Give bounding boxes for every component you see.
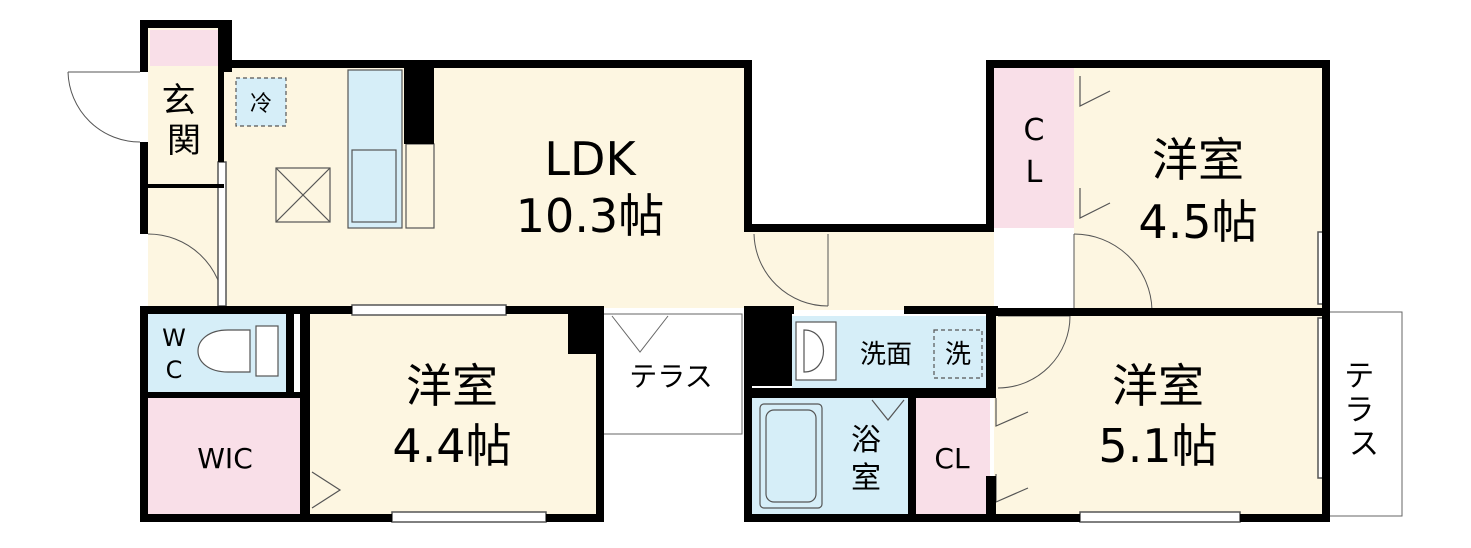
terrace-center-label: テラス: [629, 360, 712, 393]
terrace-right-label: テ ラ ス: [1344, 359, 1384, 462]
ldk-size: 10.3帖: [516, 189, 664, 243]
yoshitsu-top-right-label: 洋室: [1152, 133, 1244, 187]
genkan-label-char2: 関: [167, 121, 201, 161]
yoshitsu-center-floor: [308, 312, 596, 514]
yoshitsu-top-right-size: 4.5帖: [1138, 195, 1257, 249]
genkan-label-char1: 玄: [162, 81, 196, 121]
yoshitsu-bottom-right-label: 洋室: [1112, 359, 1204, 413]
walls: [140, 20, 1330, 522]
duct-box: [275, 167, 331, 223]
yoshitsu-bottom-right-size: 5.1帖: [1098, 419, 1217, 473]
ldk-label: LDK: [544, 132, 637, 186]
terrace-right-char1: テ: [1344, 359, 1374, 394]
terrace-right-char3: ス: [1349, 427, 1379, 462]
yoshitsu-top-right-floor: [1074, 68, 1322, 308]
cl-top-label-bottom: L: [1026, 155, 1043, 190]
ldk-floor: [222, 68, 744, 308]
fridge-box: [235, 77, 287, 127]
bath-label-bottom: 室: [851, 461, 881, 496]
toilet-bowl: [197, 329, 251, 373]
yoshitsu-center-size: 4.4帖: [392, 419, 511, 473]
fridge-label: 冷: [250, 92, 272, 117]
terrace-right-char2: ラ: [1344, 393, 1374, 428]
kitchen-sink: [351, 149, 397, 223]
fixtures: [197, 69, 1111, 509]
washer-label: 洗: [945, 340, 971, 370]
yoshitsu-center-label: 洋室: [406, 359, 498, 413]
wc-label-top: W: [162, 324, 186, 352]
wc-label-bottom: C: [166, 356, 183, 384]
cl-top-floor: [994, 68, 1074, 228]
terrace-center-door-mark: [611, 315, 669, 353]
corridor-floor: [744, 230, 994, 310]
cl-top-label-top: C: [1024, 113, 1045, 148]
yoshitsu-bottom-right-floor: [994, 312, 1322, 514]
wic-label: WIC: [197, 442, 253, 475]
washer-box: [933, 329, 983, 379]
labels: 玄 関 冷 LDK 10.3帖 W C WIC 洋室 4.4帖 テラス 洗面 洗…: [162, 81, 1384, 496]
bath-label-top: 浴: [851, 423, 881, 458]
genkan-tile: [150, 30, 218, 66]
cl-bottom-label: CL: [934, 442, 970, 475]
cl-bottom-floor: [916, 398, 990, 514]
wic-floor: [148, 398, 304, 514]
genkan-label-1: 玄 関: [162, 81, 207, 161]
hall-floor: [148, 188, 228, 308]
floors: [148, 28, 1322, 514]
senmen-label: 洗面: [860, 340, 912, 370]
kitchen-counter: [347, 69, 403, 229]
toilet-tank: [255, 325, 279, 377]
